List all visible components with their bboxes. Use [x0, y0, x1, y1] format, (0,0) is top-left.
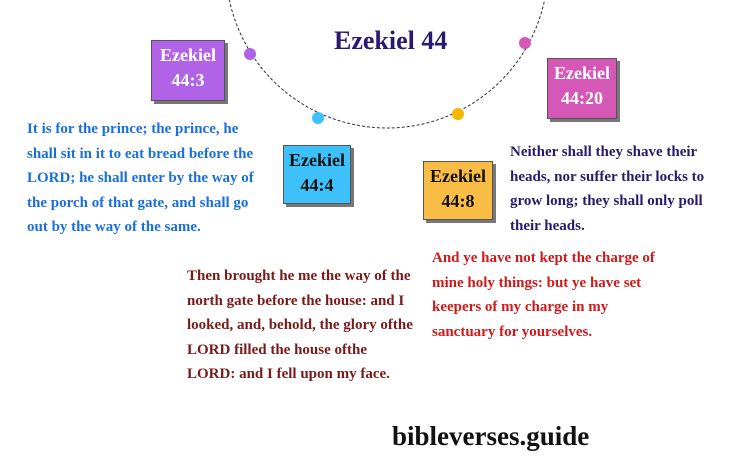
brand-logo: bibleverses.guide: [392, 421, 590, 451]
verse-text-44-20: Neither shall they shave their heads, no…: [510, 144, 705, 234]
badge-number: 44:3: [171, 70, 205, 90]
dot-44-4: [312, 112, 324, 124]
badge-book: Ezekiel: [430, 166, 486, 186]
verse-text-44-8: And ye have not kept the charge of mine …: [432, 250, 655, 340]
badge-book: Ezekiel: [160, 45, 216, 65]
verse-text-44-3: It is for the prince; the prince, he sha…: [27, 121, 254, 235]
badge-44-8: Ezekiel 44:8: [423, 161, 493, 220]
dot-44-20: [519, 37, 531, 49]
dot-44-8: [452, 108, 464, 120]
badge-number: 44:4: [300, 175, 334, 195]
badge-44-4: Ezekiel 44:4: [283, 145, 351, 204]
badge-44-3: Ezekiel 44:3: [151, 40, 225, 101]
badge-number: 44:20: [561, 88, 603, 108]
dot-44-3: [244, 48, 256, 60]
badge-44-20: Ezekiel 44:20: [547, 58, 617, 119]
badge-book: Ezekiel: [554, 63, 610, 83]
verse-text-44-4: Then brought he me the way of the north …: [187, 268, 413, 382]
badge-number: 44:8: [441, 191, 475, 211]
page-title: Ezekiel 44: [334, 26, 448, 55]
arc-circle: [228, 0, 546, 129]
badge-book: Ezekiel: [289, 150, 345, 170]
